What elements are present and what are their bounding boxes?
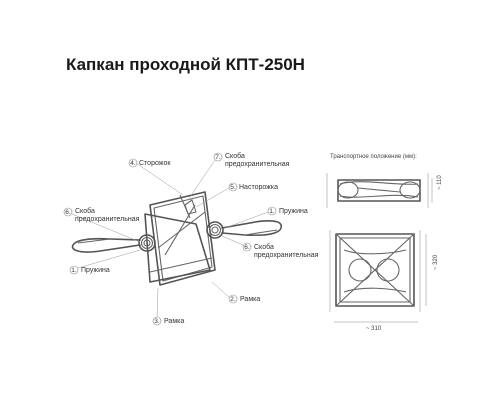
right-spring (206, 220, 283, 239)
svg-text:6.: 6. (65, 209, 71, 216)
callout-2-label: Рамка (240, 296, 260, 303)
svg-text:3.: 3. (154, 318, 160, 325)
frame-bottom-bar (149, 257, 213, 273)
jaw-wire-diagonal (164, 204, 196, 256)
callout-5-label: Насторожка (239, 184, 278, 191)
callout-5-trigger: 5. Насторожка (195, 182, 278, 208)
frame-front (144, 213, 211, 283)
callout-2-frame: 2. Рамка (211, 281, 260, 304)
callout-4-catch: 4. Сторожок (128, 158, 184, 196)
callout-4-label: Сторожок (139, 160, 171, 167)
callout-1-spring-right: 1. Пружина (224, 206, 308, 229)
svg-text:2.: 2. (230, 296, 236, 303)
frame-back (149, 191, 216, 286)
callout-3-frame: 3. Рамка (152, 287, 184, 326)
callout-1-spring-left: 1. Пружина (69, 249, 141, 275)
callout-6l-label-2: предохранительная (75, 216, 140, 223)
callout-1l-label: Пружина (81, 267, 110, 274)
callout-6-safety-bracket-left: 6. Скоба предохранительная (63, 207, 141, 243)
transport-section: Транспортное положение (мм): ~ 110 (326, 154, 443, 332)
dim-small-height: ~ 110 (437, 175, 443, 190)
page-title: Капкан проходной КПТ-250Н (66, 55, 305, 74)
callout-1r-label: Пружина (279, 208, 308, 215)
transport-view-square: ~ 320 ~ 310 (329, 230, 439, 332)
callout-7-label-2: предохранительная (225, 161, 290, 168)
svg-text:4.: 4. (130, 160, 136, 167)
svg-text:7.: 7. (215, 154, 221, 161)
frame-back-inner (153, 195, 213, 282)
svg-text:1.: 1. (269, 208, 275, 215)
catch-rod (179, 194, 191, 219)
svg-text:1.: 1. (71, 267, 77, 274)
callout-6-safety-bracket-right: 6. Скоба предохранительная (221, 235, 319, 259)
callout-3-label: Рамка (164, 318, 184, 325)
callout-6l-label-1: Скоба (75, 207, 95, 215)
dim-width: ~ 310 (366, 326, 382, 332)
dim-large-height: ~ 320 (433, 254, 439, 270)
svg-text:5.: 5. (230, 184, 236, 191)
transport-caption: Транспортное положение (мм): (330, 154, 417, 160)
left-spring (71, 234, 156, 253)
trap-illustration (71, 191, 283, 286)
callout-7-safety-bracket: 7. Скоба предохранительная (187, 152, 290, 201)
callout-7-label-1: Скоба (225, 152, 245, 160)
svg-text:6.: 6. (244, 244, 250, 251)
callout-6r-label-2: предохранительная (254, 252, 319, 259)
callout-6r-label-1: Скоба (254, 243, 274, 251)
transport-view-folded: ~ 110 (326, 173, 443, 208)
jaw-wire-cross (157, 211, 206, 249)
